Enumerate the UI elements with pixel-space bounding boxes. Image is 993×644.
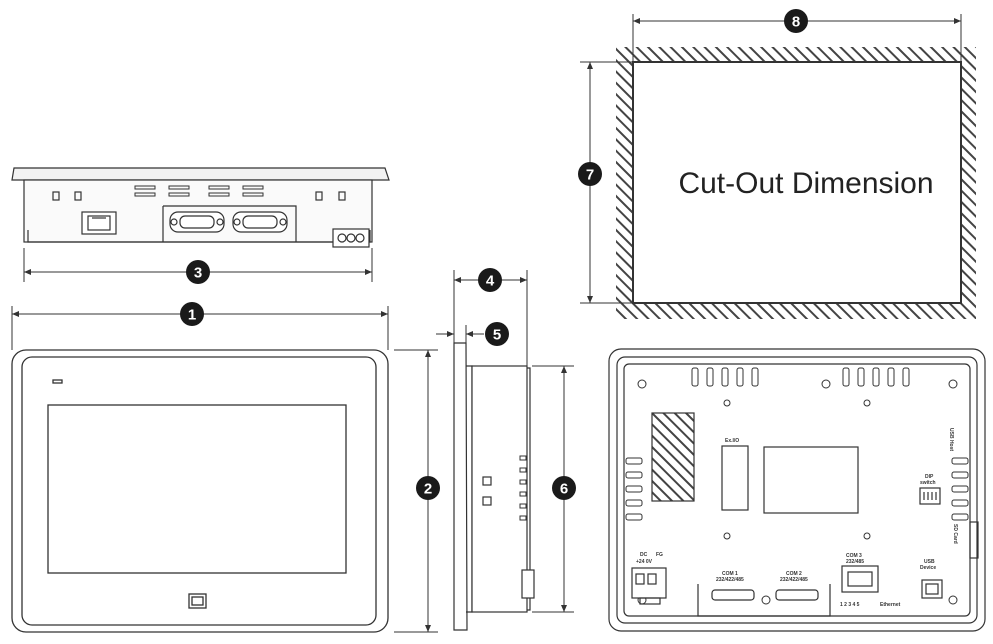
ex-io-label: Ex.I/O [725,438,739,444]
top-view [11,167,390,248]
badge-5: 5 [485,322,509,346]
dc-spec-label: +24 0V [636,559,653,565]
com1-sub-label: 232/422/485 [716,577,744,583]
com1-label: COM 1 [722,571,738,577]
badge-6: 6 [552,476,576,500]
usb-sub-label: Device [920,565,936,571]
badge-8: 8 [784,9,808,33]
cutout-panel: Cut-Out Dimension [616,47,976,319]
dimension-badges: 1 2 3 4 5 6 7 8 [180,9,808,500]
svg-text:2: 2 [424,481,432,498]
badge-7: 7 [578,162,602,186]
port-numbers-label: 1 2 3 4 5 [840,602,860,608]
svg-text:4: 4 [486,273,495,290]
ethernet-label: Ethernet [880,602,901,608]
rear-view [608,348,986,632]
cutout-label: Cut-Out Dimension [678,167,933,200]
com2-label: COM 2 [786,571,802,577]
sd-card-label: SD Card [952,524,958,544]
svg-text:6: 6 [560,481,568,498]
front-view [11,349,389,633]
svg-text:1: 1 [188,307,196,324]
fg-label: FG [656,552,663,558]
svg-text:5: 5 [493,327,501,344]
dip-label: DIP [925,474,934,480]
side-view [453,342,535,631]
badge-2: 2 [416,476,440,500]
com3-sub-label: 232/485 [846,559,864,565]
usb-host-label: USB Host [948,428,954,451]
com3-label: COM 3 [846,553,862,559]
badge-4: 4 [478,268,502,292]
badge-3: 3 [186,260,210,284]
dc-label: DC [640,552,648,558]
svg-text:3: 3 [194,265,202,282]
usb-label: USB [924,559,935,565]
com2-sub-label: 232/422/485 [780,577,808,583]
dip-sub-label: switch [920,480,936,486]
rear-labels: Ex.I/O DC FG +24 0V COM 1 232/422/485 CO… [636,428,958,608]
badge-1: 1 [180,302,204,326]
svg-text:7: 7 [586,167,594,184]
svg-text:8: 8 [792,14,800,31]
